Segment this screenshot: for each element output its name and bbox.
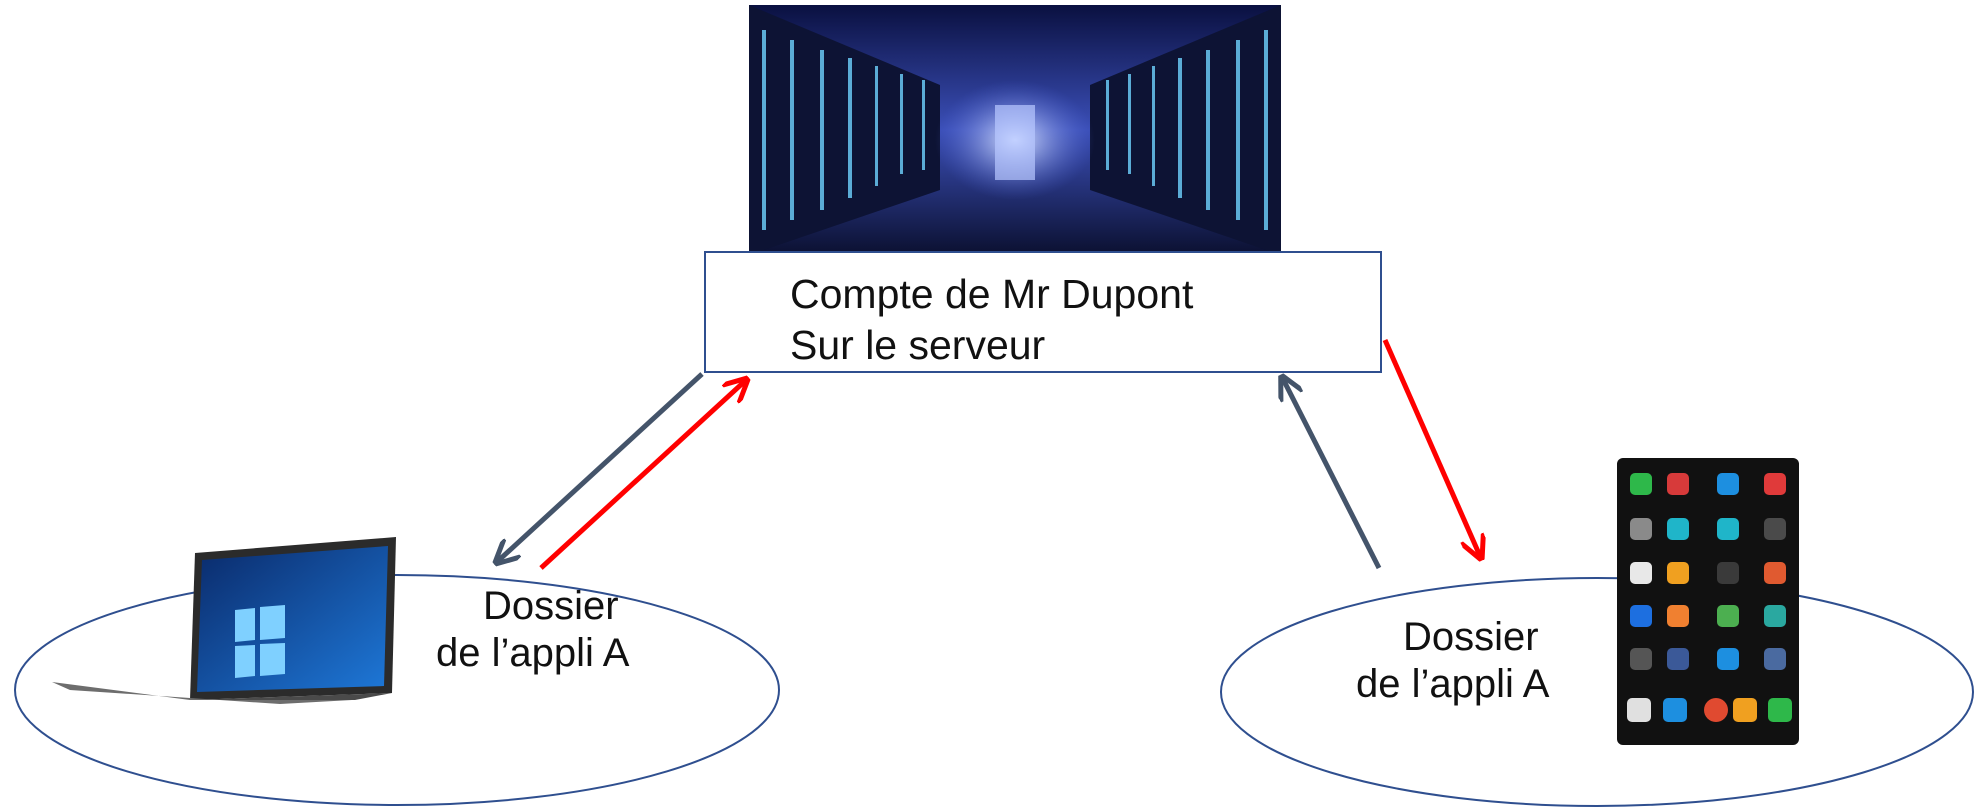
server-to-laptop-arrow <box>498 372 704 561</box>
server-account-box: Compte de Mr Dupont Sur le serveur <box>704 251 1382 373</box>
right-folder-line1: Dossier <box>1402 615 1539 659</box>
laptop-icon <box>52 537 396 704</box>
left-device-ellipse <box>14 574 780 806</box>
laptop-to-server-arrow <box>539 381 745 570</box>
right-folder-label: Dossier de l’appli A <box>1356 614 1549 708</box>
left-folder-line1: Dossier <box>482 584 619 628</box>
right-folder-line2: de l’appli A <box>1356 662 1550 707</box>
account-subtitle: Sur le serveur <box>790 322 1046 368</box>
phone-to-server-arrow <box>1283 379 1382 570</box>
server-to-phone-arrow <box>1382 338 1480 556</box>
smartphone-icon <box>1617 458 1799 745</box>
account-title: Compte de Mr Dupont <box>790 271 1194 317</box>
left-folder-label: Dossier de l’appli A <box>436 583 629 677</box>
left-folder-line2: de l’appli A <box>436 631 630 676</box>
server-room-image <box>749 5 1281 255</box>
right-device-ellipse <box>1220 577 1974 807</box>
